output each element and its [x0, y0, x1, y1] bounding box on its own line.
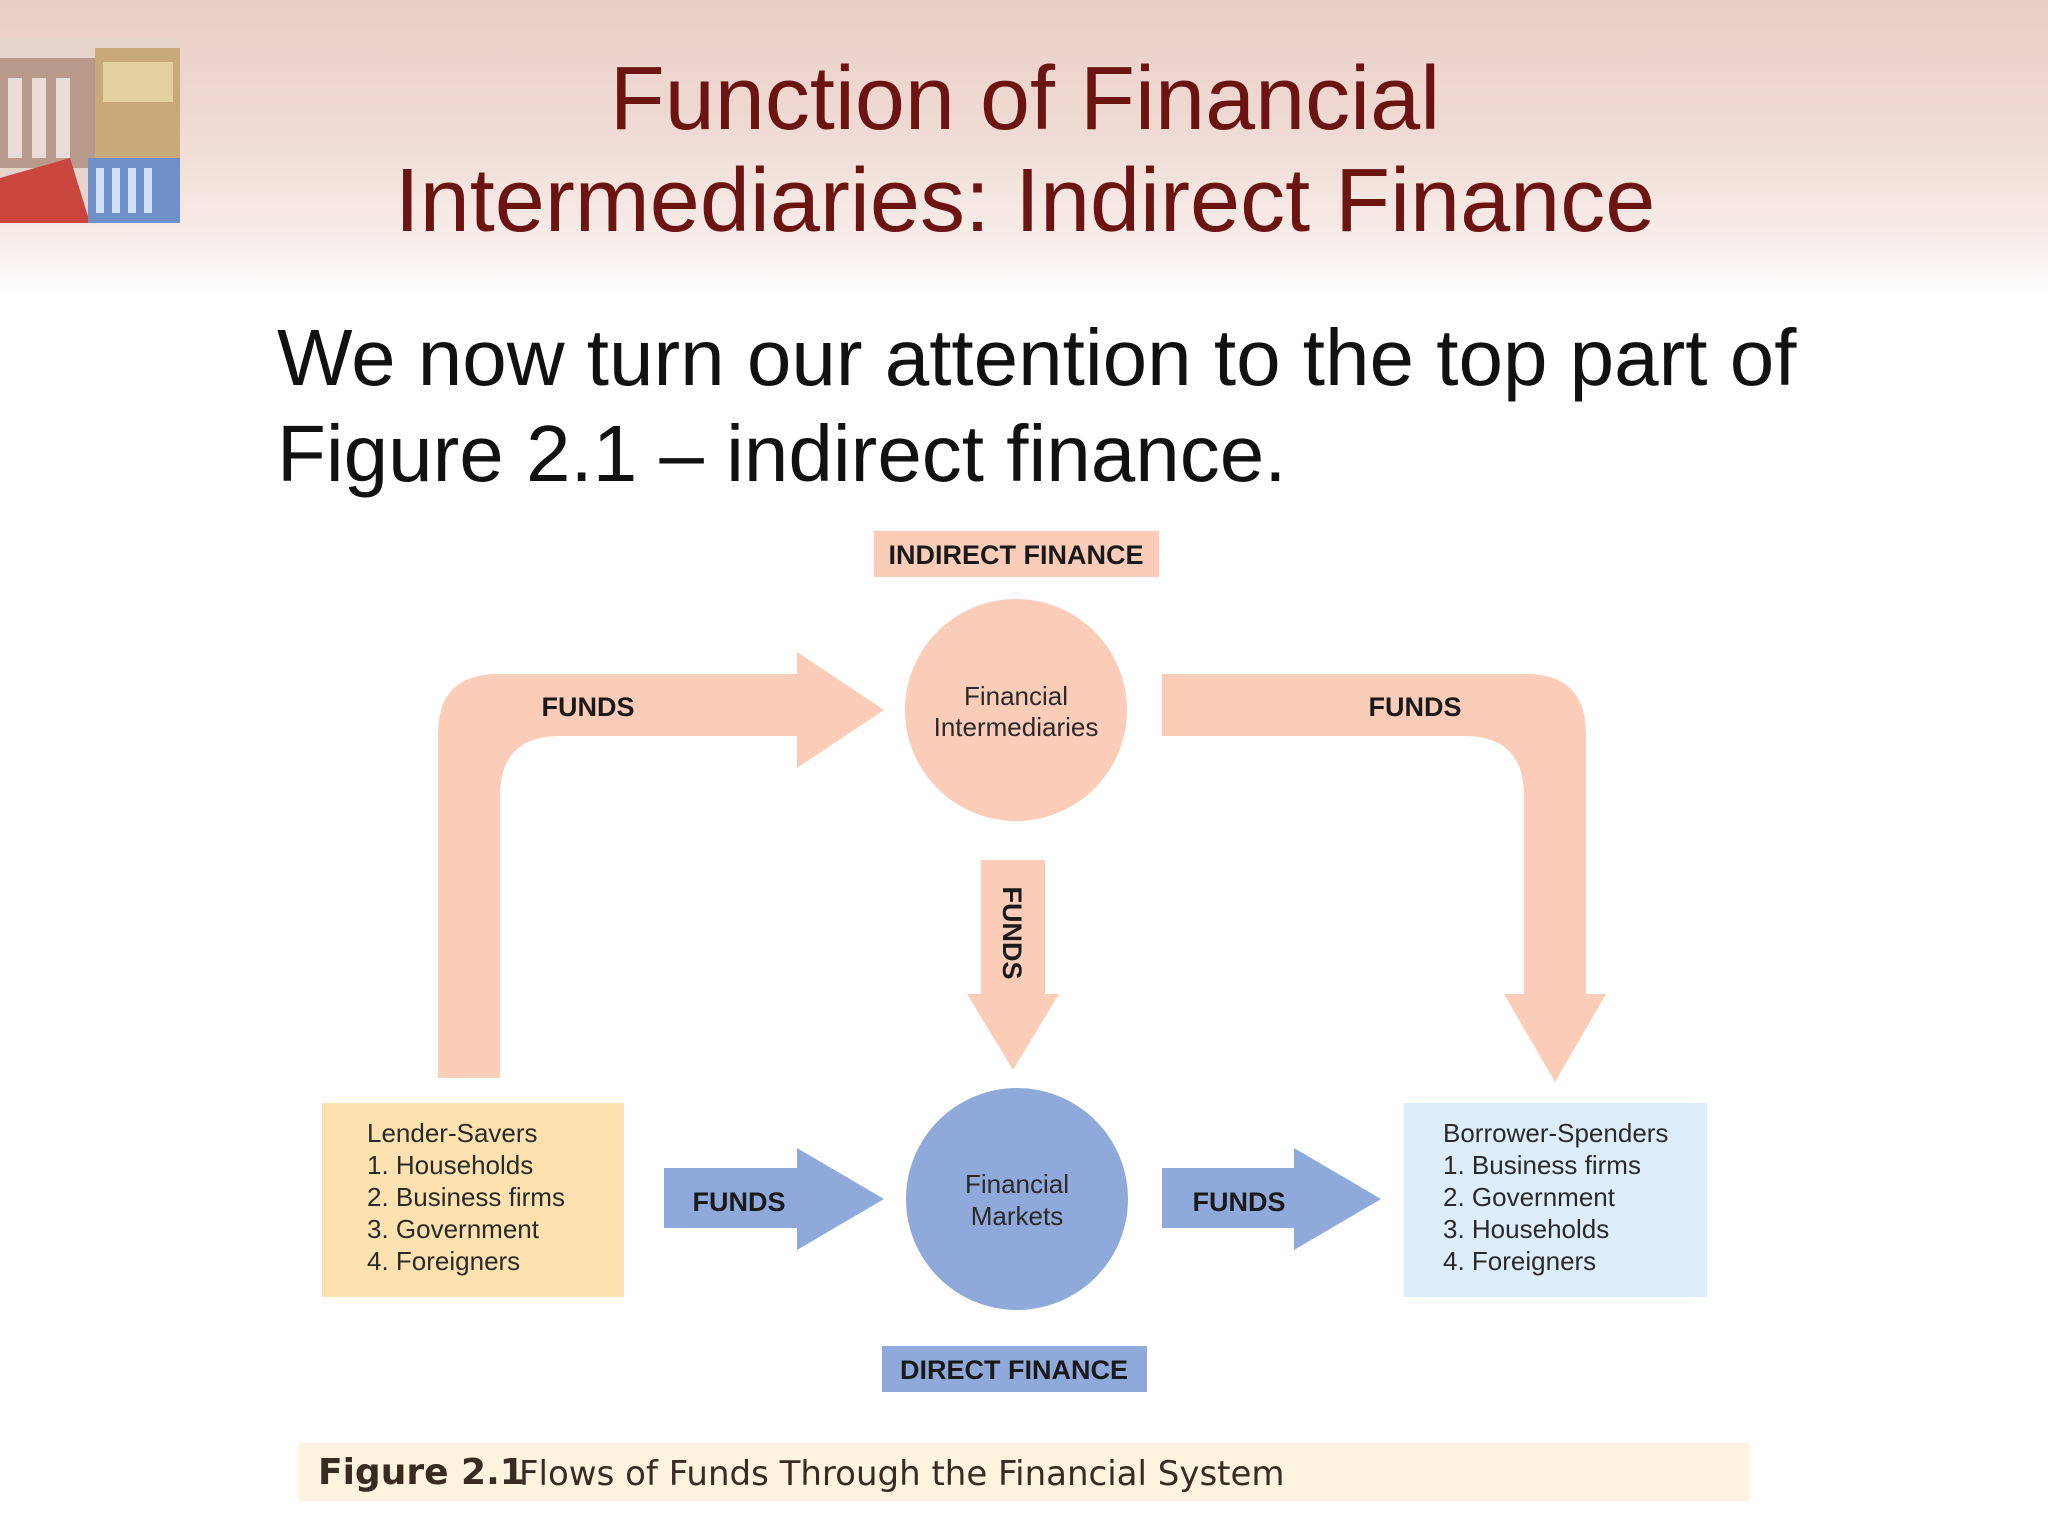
figure-caption: Flows of Funds Through the Financial Sys…	[519, 1454, 1285, 1494]
building-collage-logo	[0, 38, 180, 223]
slide-body-text: We now turn our attention to the top par…	[277, 310, 1927, 502]
funds-label-right-bottom: FUNDS	[1193, 1187, 1286, 1217]
indirect-finance-label: INDIRECT FINANCE	[889, 540, 1144, 570]
financial-markets-node	[906, 1088, 1128, 1310]
title-line-1: Function of Financial	[609, 49, 1441, 149]
financial-intermediaries-node	[905, 599, 1127, 821]
funds-label-vertical: FUNDS	[997, 887, 1027, 980]
borrower-line-1: Borrower-Spenders	[1443, 1118, 1668, 1148]
funds-arrow-lenders-to-intermediaries	[438, 652, 884, 1078]
borrower-spenders-box	[1404, 1103, 1707, 1297]
header-band	[0, 0, 2048, 295]
borrower-line-3: 2. Government	[1443, 1182, 1616, 1212]
borrower-line-5: 4. Foreigners	[1443, 1246, 1596, 1276]
funds-label-left-top: FUNDS	[542, 692, 635, 722]
slide-title: Function of Financial Intermediaries: In…	[300, 48, 1750, 252]
lender-line-4: 3. Government	[367, 1214, 540, 1244]
direct-finance-box	[882, 1346, 1147, 1392]
funds-arrow-intermediaries-to-markets	[967, 860, 1059, 1070]
lender-line-1: Lender-Savers	[367, 1118, 538, 1148]
figure-number: Figure 2.1	[318, 1452, 525, 1493]
indirect-finance-box	[874, 531, 1159, 577]
borrower-line-4: 3. Households	[1443, 1214, 1609, 1244]
body-line-2: Figure 2.1 – indirect finance.	[277, 409, 1287, 498]
intermediaries-label-line-1: Financial	[964, 681, 1068, 711]
body-line-1: We now turn our attention to the top par…	[277, 313, 1797, 402]
title-line-2: Intermediaries: Indirect Finance	[394, 151, 1656, 251]
funds-label-left-bottom: FUNDS	[693, 1187, 786, 1217]
lender-line-5: 4. Foreigners	[367, 1246, 520, 1276]
lender-savers-box	[322, 1103, 624, 1297]
markets-label-line-1: Financial	[965, 1169, 1069, 1199]
lender-line-3: 2. Business firms	[367, 1182, 565, 1212]
borrower-line-2: 1. Business firms	[1443, 1150, 1641, 1180]
markets-label-line-2: Markets	[971, 1201, 1063, 1231]
funds-arrow-markets-to-borrowers	[1162, 1148, 1381, 1250]
funds-arrow-intermediaries-to-borrowers	[1162, 674, 1606, 1082]
funds-arrow-lenders-to-markets	[664, 1148, 884, 1250]
lender-line-2: 1. Households	[367, 1150, 533, 1180]
funds-label-right-top: FUNDS	[1369, 692, 1462, 722]
figure-caption-bar	[298, 1443, 1750, 1501]
intermediaries-label-line-2: Intermediaries	[934, 712, 1099, 742]
direct-finance-label: DIRECT FINANCE	[900, 1355, 1128, 1385]
